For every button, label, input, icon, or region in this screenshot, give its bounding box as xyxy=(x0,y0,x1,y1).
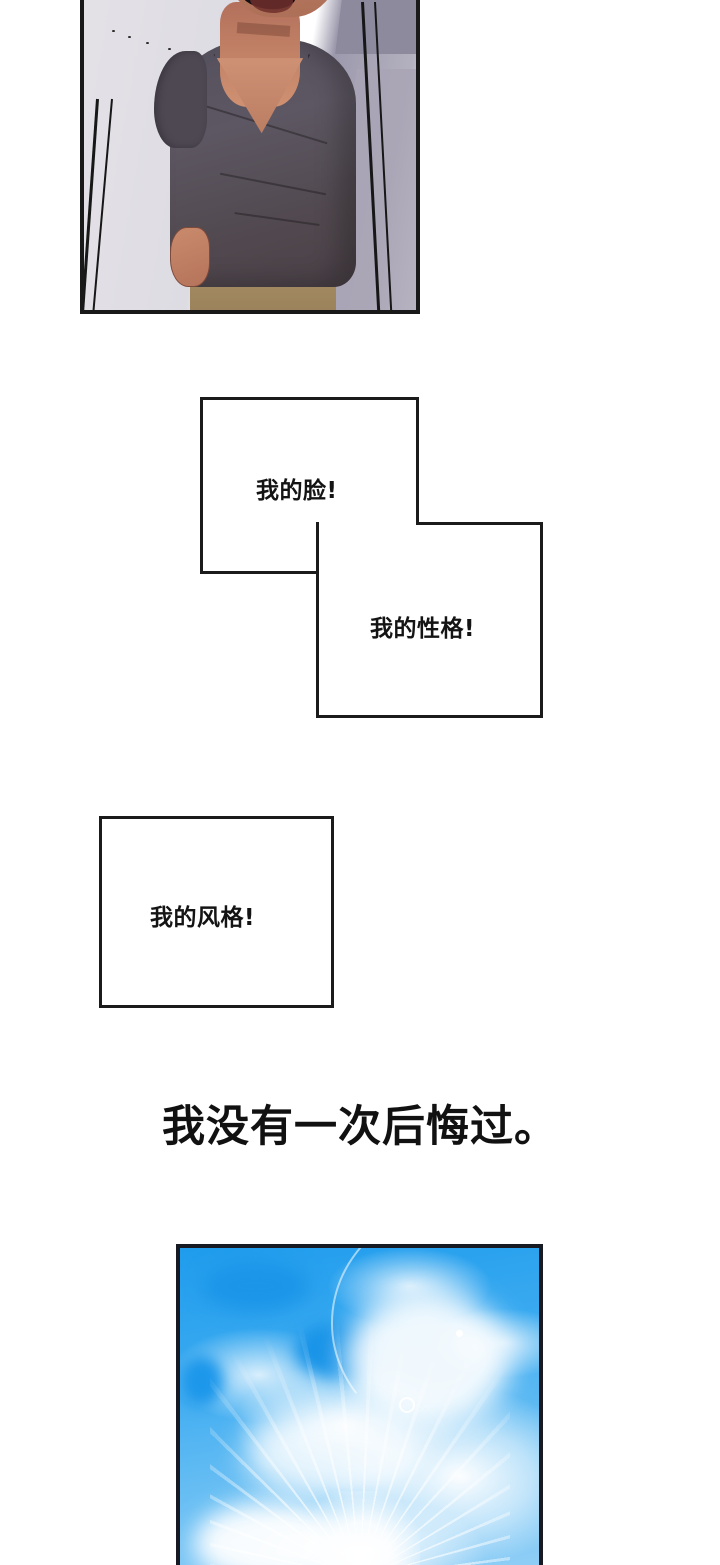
character-sleeve xyxy=(153,50,207,149)
sun-glow xyxy=(299,1490,420,1565)
shirt-fold xyxy=(219,172,326,196)
panel-sky-illustration xyxy=(176,1244,543,1565)
character-hand xyxy=(170,227,211,288)
sky-blue-patch xyxy=(201,1260,310,1312)
narration-line: 我没有一次后悔过。 xyxy=(162,1102,558,1152)
caption-text-style: 我的风格! xyxy=(150,905,255,931)
caption-text-face: 我的脸! xyxy=(256,478,338,504)
speckle xyxy=(128,36,131,38)
panel-character-illustration xyxy=(80,0,420,314)
shirt-fold xyxy=(233,211,319,226)
speckle xyxy=(146,42,149,44)
speckle xyxy=(168,48,171,50)
character-scene xyxy=(84,0,416,310)
caption-box-style xyxy=(99,816,334,1008)
caption-text-personality: 我的性格! xyxy=(370,616,475,642)
caption-box-join xyxy=(319,521,416,575)
lens-flare-ring xyxy=(398,1396,415,1413)
cloud xyxy=(244,1406,425,1502)
speckle xyxy=(112,30,115,32)
sky-blue-patch xyxy=(180,1355,224,1407)
